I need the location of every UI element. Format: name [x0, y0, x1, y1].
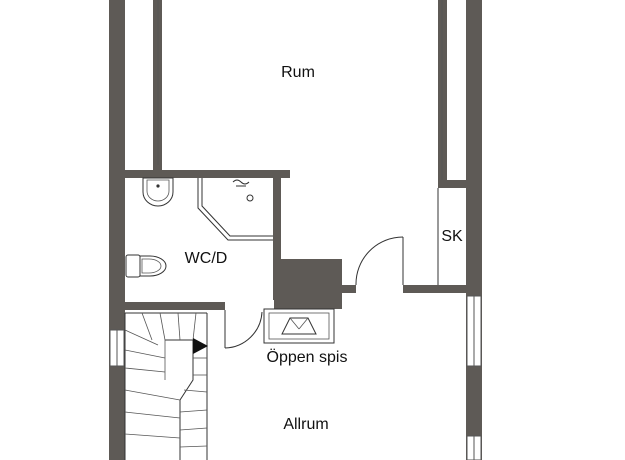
stair-direction-arrow-icon [193, 338, 208, 354]
wall-sk-bottom [403, 285, 482, 293]
room-label-rum: Rum [281, 64, 315, 81]
chimney-block [274, 259, 342, 309]
washbasin-icon [142, 177, 174, 207]
wall-column-top-left [153, 0, 162, 170]
room-label-sk: SK [441, 228, 463, 245]
wall-right-exterior [466, 0, 482, 460]
fireplace-icon [263, 308, 335, 344]
wall-wc-bottom [109, 302, 225, 310]
toilet-icon [125, 254, 167, 278]
room-label-wcd: WC/D [185, 250, 228, 267]
wall-sk-top [438, 180, 482, 188]
room-outlines [157, 0, 443, 285]
wall-wc-right [273, 170, 281, 300]
staircase [124, 312, 208, 460]
shower-drain-icon [246, 194, 254, 202]
room-labels: Rum WC/D SK Öppen spis Allrum [185, 64, 463, 433]
wall-chimney-stub [342, 285, 356, 293]
shower-head-icon [232, 179, 250, 187]
wall-wc-top [109, 170, 290, 178]
room-label-oppen-spis: Öppen spis [267, 348, 348, 366]
wall-left-exterior [109, 0, 125, 460]
windows [109, 295, 482, 460]
room-label-allrum: Allrum [283, 416, 328, 433]
door-wc [224, 310, 263, 349]
door-rum [355, 236, 404, 286]
wall-column-top-right [438, 0, 447, 188]
shower [197, 178, 273, 241]
